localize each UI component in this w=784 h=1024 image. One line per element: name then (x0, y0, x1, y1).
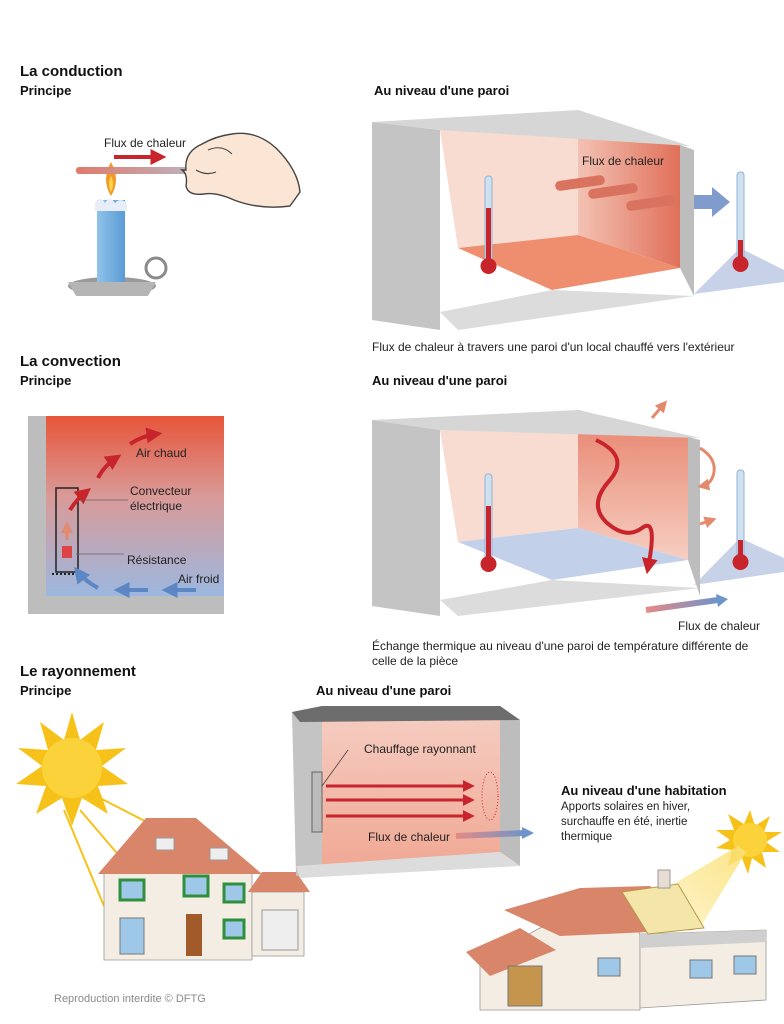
convector-label-line2: électrique (130, 499, 183, 513)
radiation-flux-label: Flux de chaleur (368, 830, 451, 844)
convection-room (372, 400, 784, 616)
radiation-title: Le rayonnement (20, 663, 136, 680)
thermometer-inside-2 (480, 473, 497, 572)
heated-rod (76, 149, 204, 174)
house-text-line2: surchauffe en été, inertie (561, 816, 688, 828)
convection-principle-label: Principe (20, 373, 72, 388)
hand-illustration (179, 132, 301, 208)
convection-caption-line1: Échange thermique au niveau d'une paroi … (372, 639, 749, 653)
convector-label-line1: Convecteur (130, 484, 192, 498)
conduction-flux-label: Flux de chaleur (104, 136, 187, 150)
convection-wall-title: Au niveau d'une paroi (372, 373, 508, 388)
conduction-room (372, 110, 784, 330)
thermometer-outside-2 (732, 469, 749, 570)
sun-large (16, 712, 187, 907)
thermometer-outside-1 (732, 171, 749, 272)
convection-wall-flux-label: Flux de chaleur (678, 619, 761, 633)
convection-box (28, 416, 224, 614)
radiation-wall-title: Au niveau d'une paroi (316, 683, 452, 698)
warm-air-label: Air chaud (136, 446, 187, 460)
radiant-heating-label: Chauffage rayonnant (364, 742, 476, 756)
convection-caption-line2: celle de la pièce (372, 654, 459, 668)
resistance-label: Résistance (127, 553, 187, 567)
conduction-wall-flux-label: Flux de chaleur (582, 154, 665, 168)
conduction-principle-label: Principe (20, 83, 72, 98)
conduction-wall-title: Au niveau d'une paroi (374, 83, 510, 98)
candle-illustration (68, 162, 168, 296)
cold-air-label: Air froid (178, 572, 220, 586)
conduction-caption: Flux de chaleur à travers une paroi d'un… (372, 340, 735, 354)
watermark: Reproduction interdite © DFTG (54, 993, 206, 1005)
house-title: Au niveau d'une habitation (561, 783, 727, 798)
house-veranda (466, 869, 767, 1011)
heat-flux-cylinders (555, 175, 676, 211)
conduction-title: La conduction (20, 63, 123, 80)
thermometer-inside-1 (480, 175, 497, 274)
radiation-principle-label: Principe (20, 683, 72, 698)
house-text-line1: Apports solaires en hiver, (561, 801, 691, 813)
house-text-line3: thermique (561, 831, 613, 843)
house-principle (98, 817, 310, 961)
radiation-room (292, 706, 534, 878)
convection-title: La convection (20, 353, 121, 370)
